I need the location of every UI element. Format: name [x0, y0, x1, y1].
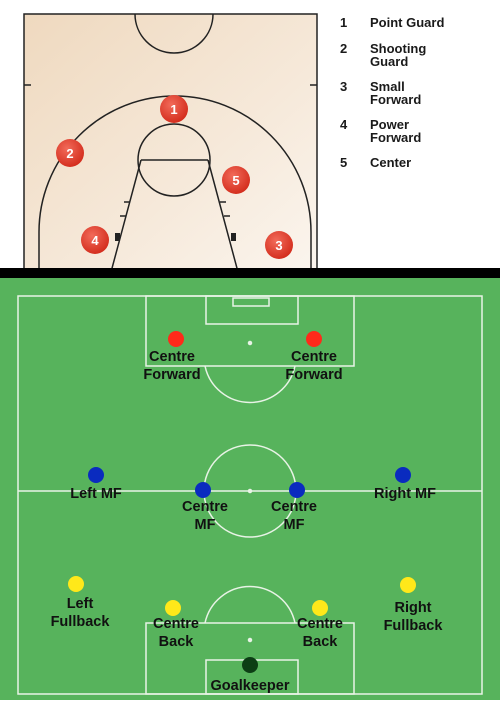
legend-number: 4: [340, 117, 348, 132]
basketball-court-diagram: 1 2 3 4 5: [23, 13, 318, 273]
player-centre-back-left: [165, 600, 181, 616]
label-centre-mf-left-1: Centre: [182, 499, 228, 515]
label-centre-forward-right-1: Centre: [291, 349, 337, 365]
label-centre-mf-left-2: MF: [195, 517, 216, 533]
legend-label: Shooting Guard: [370, 41, 427, 69]
player-centre-mf-left: [195, 482, 211, 498]
free-throw-circle: [137, 123, 211, 197]
label-right-mf: Right MF: [374, 486, 436, 502]
label-centre-forward-left-2: Forward: [143, 367, 200, 383]
label-right-fullback-2: Fullback: [384, 618, 444, 634]
soccer-pitch-diagram: Centre Forward Centre Forward Left MF Ce…: [0, 278, 500, 700]
legend-number: 2: [340, 41, 348, 56]
label-centre-forward-right-2: Forward: [285, 367, 342, 383]
player-right-fullback: [400, 577, 416, 593]
legend-number: 5: [340, 155, 348, 170]
label-centre-back-left-2: Back: [159, 634, 195, 650]
player-centre-back-right: [312, 600, 328, 616]
label-centre-mf-right-2: MF: [284, 517, 305, 533]
player-right-mf: [395, 467, 411, 483]
basketball-player-1: 1: [160, 95, 188, 123]
pitch-markings: [17, 295, 483, 695]
svg-text:1: 1: [170, 102, 177, 117]
player-centre-mf-right: [289, 482, 305, 498]
legend-number: 1: [340, 15, 348, 30]
legend-label: Small Forward: [370, 79, 422, 107]
label-centre-back-right-1: Centre: [297, 616, 343, 632]
label-centre-forward-left-1: Centre: [149, 349, 195, 365]
label-centre-back-left-1: Centre: [153, 616, 199, 632]
player-goalkeeper: [242, 657, 258, 673]
svg-text:4: 4: [91, 233, 99, 248]
player-centre-forward-right: [306, 331, 322, 347]
player-left-fullback: [68, 576, 84, 592]
player-left-mf: [88, 467, 104, 483]
player-centre-forward-left: [168, 331, 184, 347]
legend-label: Power Forward: [370, 117, 422, 145]
svg-text:3: 3: [275, 238, 282, 253]
centre-circle-arc: [134, 13, 214, 54]
label-goalkeeper: Goalkeeper: [211, 678, 290, 694]
legend-label: Center: [370, 155, 412, 170]
label-left-mf: Left MF: [70, 486, 122, 502]
soccer-panel: Centre Forward Centre Forward Left MF Ce…: [0, 278, 500, 700]
basketball-player-5: 5: [222, 166, 250, 194]
label-centre-back-right-2: Back: [303, 634, 339, 650]
basketball-player-3: 3: [265, 231, 293, 259]
basketball-panel: 1 2 3 4 5 1 Point Guard 2 Shooting Guard: [0, 0, 500, 273]
basketball-player-2: 2: [56, 139, 84, 167]
label-left-fullback-1: Left: [67, 596, 94, 612]
label-left-fullback-2: Fullback: [51, 614, 111, 630]
basketball-player-4: 4: [81, 226, 109, 254]
section-divider: [0, 268, 500, 278]
label-right-fullback-1: Right: [394, 600, 431, 616]
svg-text:5: 5: [232, 173, 239, 188]
legend-label: Point Guard: [370, 15, 445, 30]
label-centre-mf-right-1: Centre: [271, 499, 317, 515]
legend-number: 3: [340, 79, 348, 94]
svg-text:2: 2: [66, 146, 73, 161]
